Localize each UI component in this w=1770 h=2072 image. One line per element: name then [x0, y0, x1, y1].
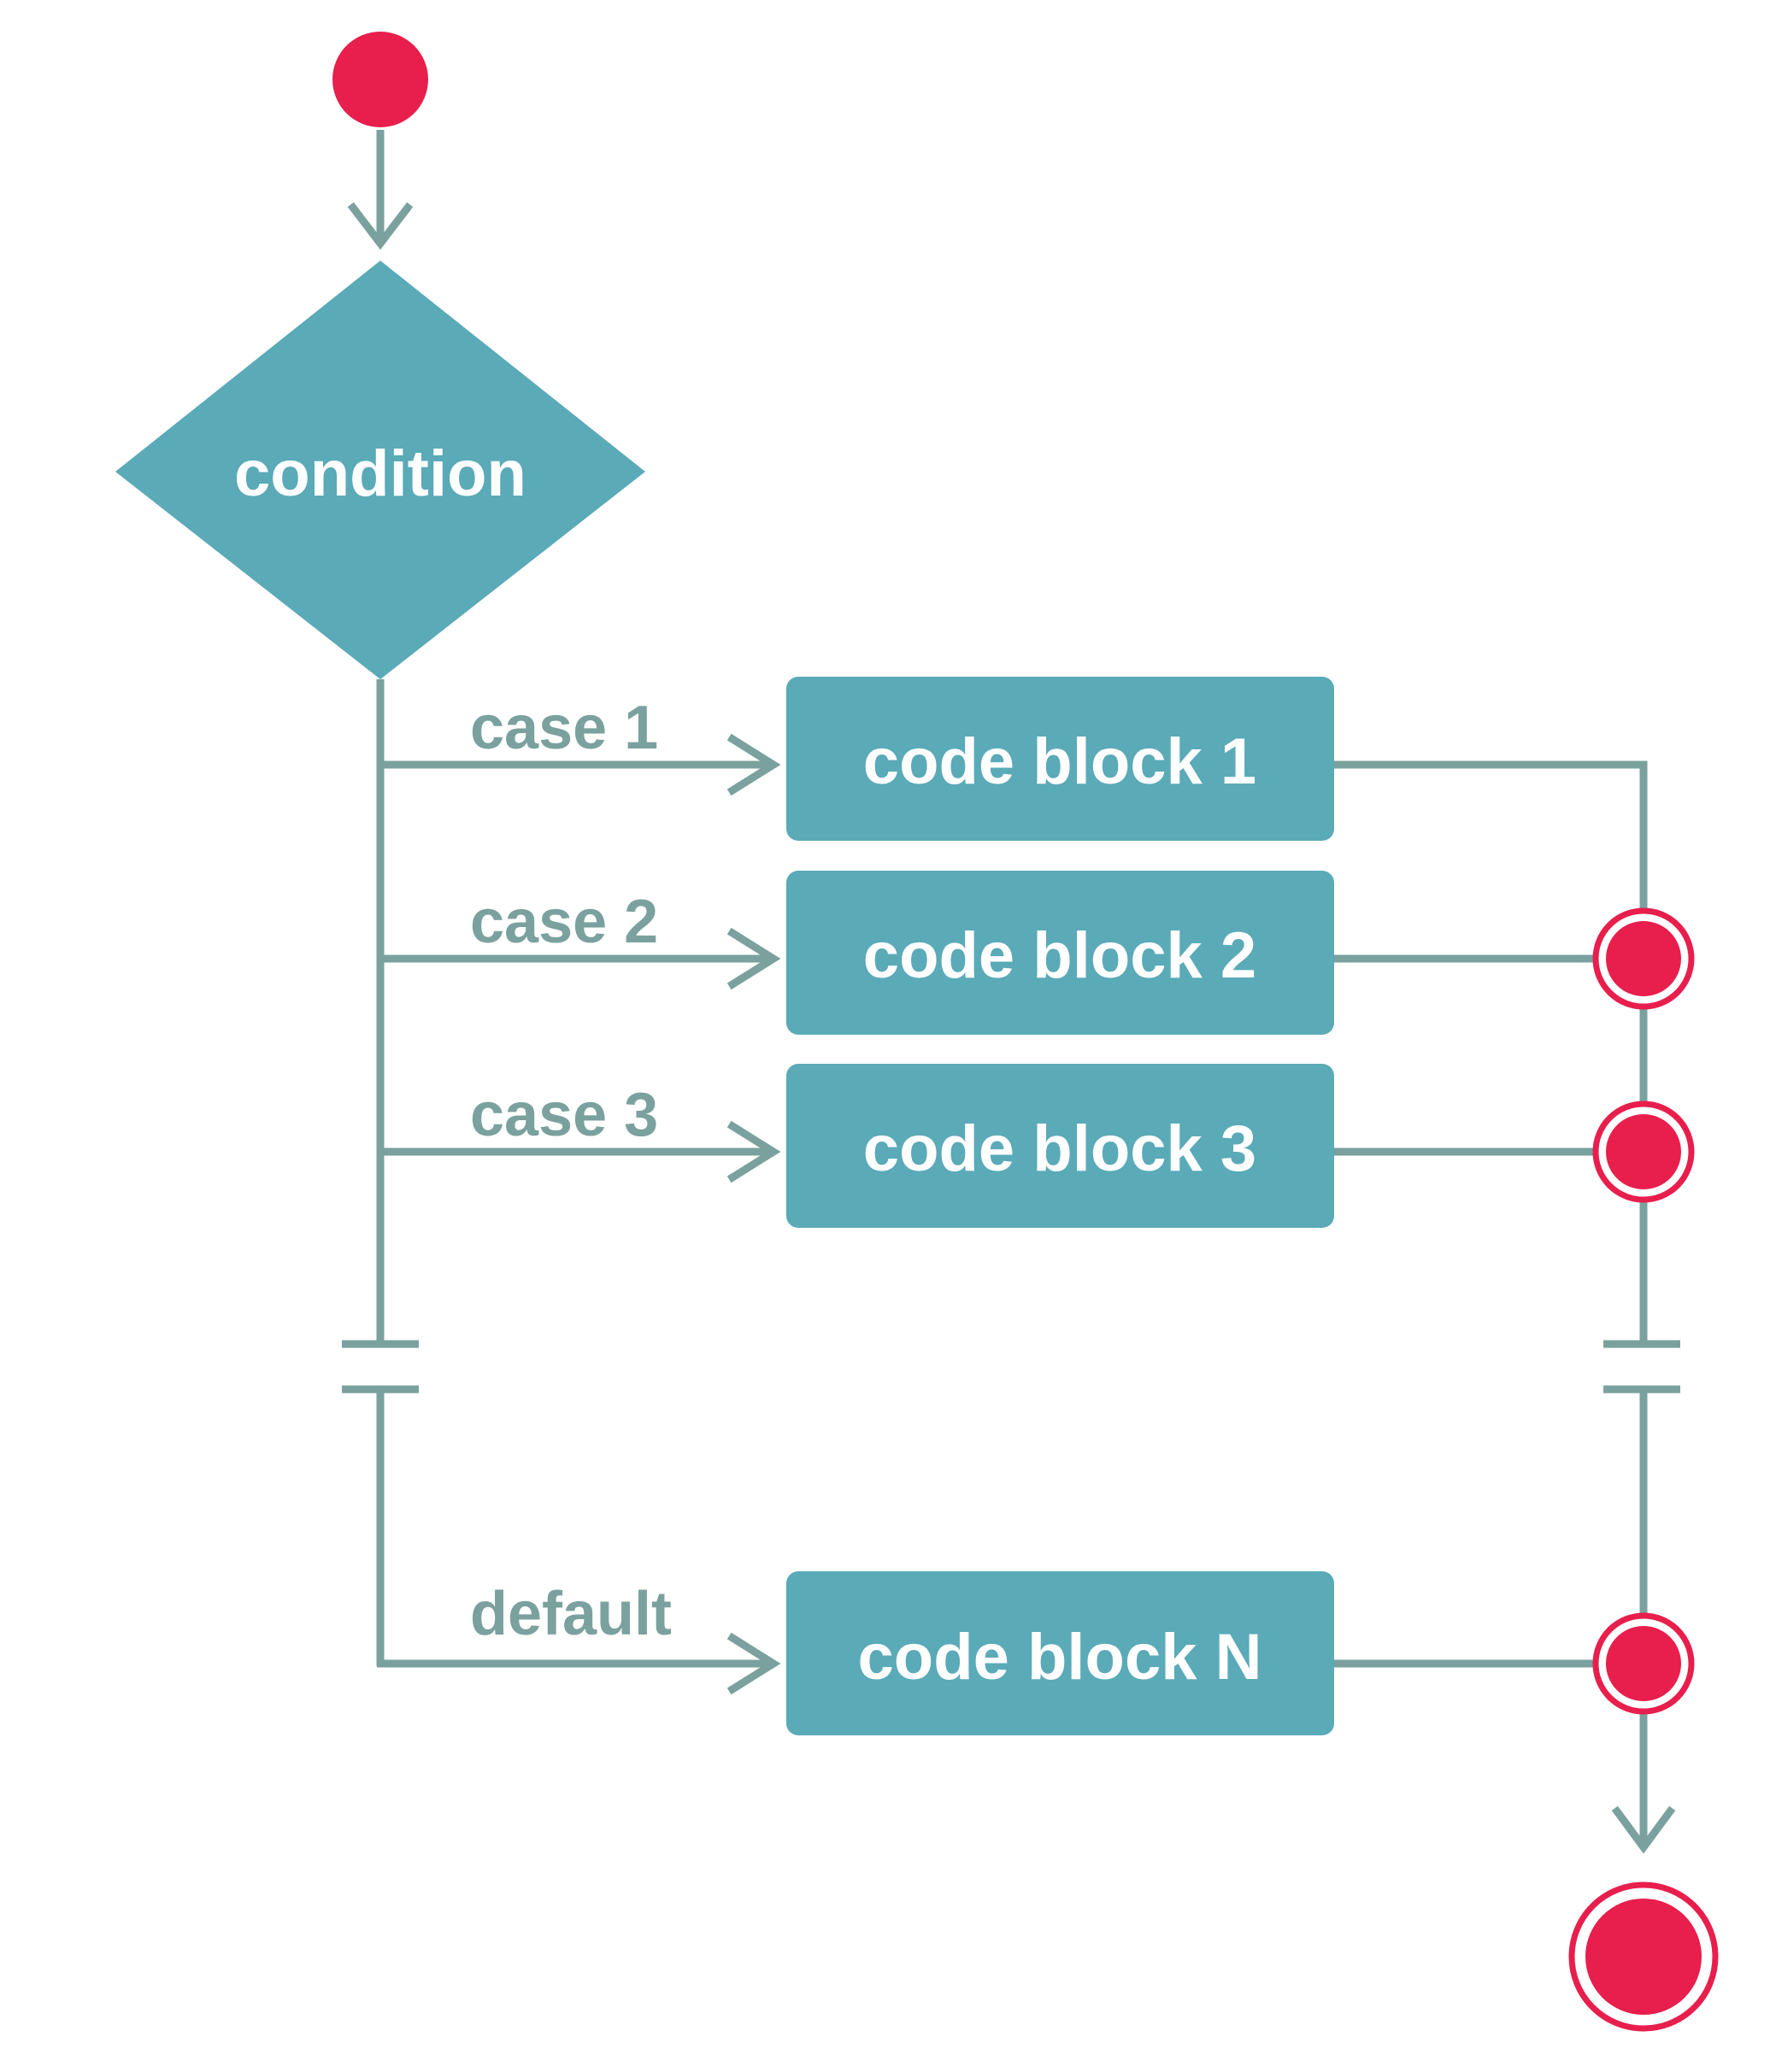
- code-block-n-label: code block N: [858, 1621, 1262, 1693]
- merge-node-3: [1592, 1101, 1695, 1203]
- code-block-2: [786, 871, 1334, 1035]
- code-block-1-exit: [1334, 760, 1648, 909]
- default-arrowhead: [726, 1632, 781, 1695]
- code-block-3: [786, 1064, 1334, 1228]
- start-arrowhead: [347, 202, 414, 250]
- merge-node-2: [1592, 907, 1695, 1010]
- merge-node-n: [1592, 1612, 1695, 1715]
- case-3-arrowhead: [726, 1120, 781, 1183]
- code-block-2-label: code block 2: [863, 919, 1256, 992]
- case-1-label: case 1: [470, 694, 658, 762]
- default-label: default: [470, 1580, 672, 1648]
- case-1-arrowhead: [726, 733, 781, 796]
- case-3-label: case 3: [470, 1081, 658, 1149]
- end-node: [1568, 1881, 1719, 2032]
- case-2-label: case 2: [470, 888, 658, 956]
- code-block-1-label: code block 1: [863, 725, 1256, 798]
- code-block-3-label: code block 3: [863, 1112, 1256, 1185]
- code-block-1: [786, 677, 1334, 841]
- start-node: [332, 32, 428, 127]
- end-arrowhead: [1611, 1805, 1676, 1854]
- decision-label: condition: [234, 437, 526, 510]
- case-2-arrowhead: [726, 927, 781, 990]
- code-block-n: [786, 1571, 1334, 1735]
- decision-diamond: [115, 261, 645, 679]
